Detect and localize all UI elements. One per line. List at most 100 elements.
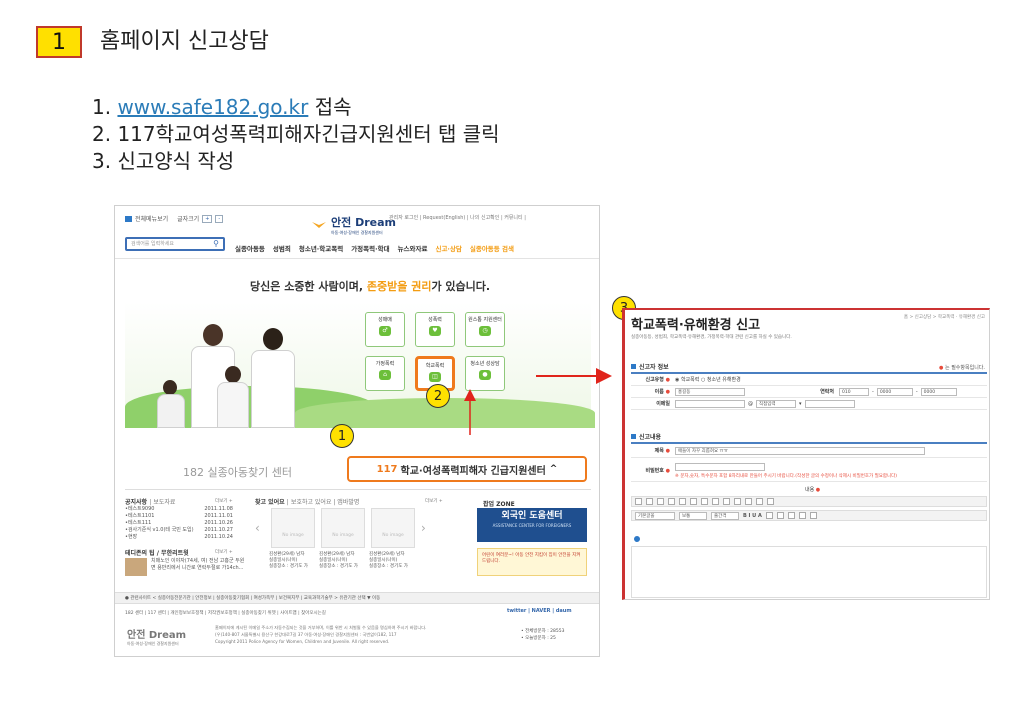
related-sites-bar[interactable]: ● 관련사이트 < 실종아동전문기관 | 안전정보 | 실종아동찾기협회 | 여…: [115, 592, 599, 604]
name-input[interactable]: 홍길동: [675, 387, 745, 396]
editor-toolbar-1: [631, 496, 987, 507]
font-bigger-button[interactable]: +: [202, 214, 213, 223]
section-number-badge: 1: [36, 26, 82, 58]
section-rule: [631, 372, 987, 374]
search-icon[interactable]: ⚲: [209, 239, 223, 249]
site-slogan: 당신은 소중한 사람이며, 존중받을 권리가 있습니다.: [250, 280, 491, 293]
align-left-icon[interactable]: [765, 512, 773, 519]
save-icon[interactable]: [646, 498, 653, 505]
kids-safety-banner[interactable]: 어린이 여러분~! 아동 안전 지킴이 집이 안전을 지켜 드립니다.: [477, 548, 587, 576]
nav-item[interactable]: 성범죄: [272, 245, 291, 253]
email-domain-select[interactable]: 직접입력: [756, 399, 796, 408]
editor-toolbar-2: 기본글꼴 보통 줄간격 B I U A: [631, 510, 987, 521]
nav-item[interactable]: 청소년·학교폭력: [298, 245, 344, 253]
tip-title[interactable]: 테디존의 팁 / 무한리트윗: [125, 550, 189, 557]
person-body: [217, 382, 249, 428]
phone-input-1[interactable]: 010: [839, 387, 869, 396]
nav-item[interactable]: 뉴스와자료: [397, 245, 428, 253]
email-domain-input[interactable]: [804, 399, 855, 408]
report-form-screenshot: 학교폭력·유해환경 신고 홈 > 신고상담 > 학교폭력 · 유해환경 신고 실…: [622, 308, 990, 600]
site-url-link[interactable]: www.safe182.go.kr: [117, 95, 309, 119]
missing-caption: 김성환(29세) 남자 실종일시(나이) 실종장소 : 경기도 가: [369, 552, 408, 569]
step-item: 1. www.safe182.go.kr 접속: [92, 95, 352, 119]
chevron-down-icon[interactable]: ▾: [799, 400, 802, 407]
site-top-utility: 전체메뉴보기 글자크기 + -: [125, 214, 224, 223]
tile-onestop-center[interactable]: 원스톱 지원센터 ◷: [465, 312, 505, 347]
missing-more-link[interactable]: 더보기 +: [425, 499, 443, 504]
font-family-select[interactable]: 기본글꼴: [635, 511, 675, 520]
site-logo[interactable]: 안전 Dream 아동·여성·장애인 경찰지원센터: [311, 214, 396, 236]
tip-text[interactable]: 치매노인 이야자(74세, 여) 전남 고흥군 두원 면 용반리에서 니간로 연…: [151, 558, 245, 571]
missing-thumb[interactable]: No image: [371, 508, 415, 548]
section-icon: [631, 364, 636, 369]
tip-more-link[interactable]: 더보기 +: [215, 550, 233, 555]
center-182-tab[interactable]: 182 실종아동찾기 센터: [183, 466, 292, 479]
missing-thumb[interactable]: No image: [271, 508, 315, 548]
email-id-input[interactable]: [675, 399, 745, 408]
password-note: ※ 문자,숫자, 특수문자 포함 8자리내로 만들어 주시기 바랍니다.(작성한…: [675, 473, 898, 479]
image-icon[interactable]: [712, 498, 719, 505]
subject-input[interactable]: 애들이 자꾸 괴롭혀요 ㅠㅠ: [675, 446, 925, 455]
site-search-input[interactable]: 검색어를 입력하세요 ⚲: [125, 237, 225, 251]
tile-prostitution[interactable]: 성매매 ♂: [365, 312, 405, 347]
paste-icon[interactable]: [690, 498, 697, 505]
table-icon[interactable]: [723, 498, 730, 505]
report-type-radio[interactable]: ◉ 학교폭력 ○ 청소년 유해환경: [675, 377, 741, 383]
line-spacing-select[interactable]: 줄간격: [711, 511, 739, 520]
all-menu-link[interactable]: 전체메뉴보기: [135, 216, 169, 223]
copy-icon[interactable]: [679, 498, 686, 505]
phone-input-3[interactable]: 0000: [920, 387, 957, 396]
align-center-icon[interactable]: [776, 512, 784, 519]
section-rule: [631, 442, 987, 444]
breadcrumb: 홈 > 신고상담 > 학교폭력 · 유해환경 신고: [903, 315, 985, 320]
new-doc-icon[interactable]: [635, 498, 642, 505]
tile-sexual-violence[interactable]: 성폭력 ♥: [415, 312, 455, 347]
emoticon-icon[interactable]: [745, 498, 752, 505]
list-icon[interactable]: [798, 512, 806, 519]
cut-icon[interactable]: [668, 498, 675, 505]
partner-logos[interactable]: twitter | NAVER | daum: [507, 608, 572, 614]
align-right-icon[interactable]: [787, 512, 795, 519]
name-phone-row: 이름 ● 홍길동 연락처 010- 0000- 0000: [631, 386, 987, 398]
chevron-left-icon[interactable]: ‹: [255, 521, 260, 535]
nav-item-report[interactable]: 신고·상담: [435, 245, 462, 253]
font-size-select[interactable]: 보통: [679, 511, 707, 520]
chevron-right-icon[interactable]: ›: [421, 521, 426, 535]
content-editor[interactable]: [631, 546, 987, 598]
password-row: 비밀번호 ● ※ 문자,숫자, 특수문자 포함 8자리내로 만들어 주시기 바랍…: [631, 460, 987, 482]
center-117-tab[interactable]: 117 학교·여성폭력피해자 긴급지원센터 ^: [347, 456, 587, 482]
footer-links[interactable]: 182 센터 | 117 센터 | 개인정보보호정책 | 저작권보호정책 | 실…: [125, 611, 326, 616]
tile-youth-counsel[interactable]: 청소년 성상담 ●: [465, 356, 505, 391]
list-item[interactable]: •검사기준식 v1.0(테 국민 도입)2011.10.27: [125, 527, 233, 533]
nav-item[interactable]: 실종아동등: [235, 245, 265, 253]
find-icon[interactable]: [701, 498, 708, 505]
font-smaller-button[interactable]: -: [215, 214, 224, 223]
tip-thumbnail: [125, 558, 147, 576]
foreigner-center-banner[interactable]: 외국인 도움센터 ASSISTANCE CENTER FOR FOREIGNER…: [477, 508, 587, 542]
nav-item[interactable]: 가정폭력·학대: [351, 245, 390, 253]
nav-item-missing-search[interactable]: 실종아동등 검색: [469, 245, 514, 253]
chevron-up-icon: ^: [549, 464, 558, 474]
clock-icon: ◷: [479, 326, 491, 336]
password-input[interactable]: [675, 462, 765, 471]
notice-more-link[interactable]: 더보기 +: [215, 499, 233, 504]
subject-row: 제목 ● 애들이 자꾸 괴롭혀요 ㅠㅠ: [631, 444, 987, 458]
phone-input-2[interactable]: 0000: [876, 387, 913, 396]
info-icon[interactable]: [634, 536, 640, 542]
link-icon[interactable]: [734, 498, 741, 505]
print-icon[interactable]: [657, 498, 664, 505]
step-list: 1. www.safe182.go.kr 접속 2. 117학교여성폭력피해자긴…: [92, 94, 500, 175]
form-title: 학교폭력·유해환경 신고: [631, 318, 761, 333]
site-util-links[interactable]: 관리자 로그인 | Request(English) | 나의 신고확인 | 커…: [389, 215, 526, 221]
tile-domestic-violence[interactable]: 가정폭력 ⌂: [365, 356, 405, 391]
undo-icon[interactable]: [756, 498, 763, 505]
redo-icon[interactable]: [767, 498, 774, 505]
content-section-title: 신고내용: [631, 432, 661, 441]
format-buttons[interactable]: B I U A: [743, 512, 762, 519]
help-icon[interactable]: [809, 512, 817, 519]
missing-thumb[interactable]: No image: [321, 508, 365, 548]
